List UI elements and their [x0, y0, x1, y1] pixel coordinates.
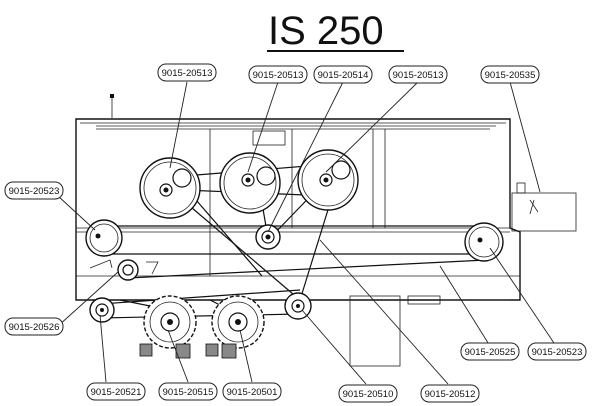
side-roller-right	[464, 222, 504, 262]
side-roller-left	[85, 219, 123, 257]
callout-bottom-3-text: 9015-20501	[227, 387, 278, 398]
gear-unit-right	[205, 295, 265, 359]
gear-unit-left	[139, 295, 197, 359]
callout-left-2-text: 9015-20526	[9, 322, 60, 333]
small-roller	[117, 259, 139, 281]
callout-bottom-2-text: 9015-20515	[163, 387, 214, 398]
callout-right-1-text: 9015-20525	[465, 347, 516, 358]
callout-top-4: 9015-20513	[388, 65, 448, 84]
callout-top-3: 9015-20514	[313, 65, 373, 84]
callout-left-1-text: 9015-20523	[9, 186, 60, 197]
callout-left-1: 9015-20523	[4, 181, 64, 200]
callout-bottom-3: 9015-20501	[222, 382, 282, 401]
upper-pulley-middle	[219, 152, 281, 214]
callout-top-4-text: 9015-20513	[393, 70, 444, 81]
callout-right-1: 9015-20525	[460, 342, 520, 361]
callout-bottom-5-text: 9015-20512	[425, 389, 476, 400]
callout-bottom-1-text: 9015-20521	[91, 387, 142, 398]
leader-lines	[57, 81, 557, 385]
callout-bottom-4: 9015-20510	[338, 384, 398, 403]
upper-pulley-right	[297, 149, 359, 211]
callout-top-5-text: 9015-20535	[485, 70, 536, 81]
tension-roller	[255, 224, 281, 250]
callout-top-1: 9015-20513	[157, 63, 217, 82]
machine-frame	[75, 94, 577, 367]
callout-top-3-text: 9015-20514	[318, 70, 369, 81]
upper-pulley-left	[139, 157, 201, 219]
callout-top-2: 9015-20513	[248, 65, 308, 84]
callout-bottom-4-text: 9015-20510	[343, 389, 394, 400]
callout-bottom-2: 9015-20515	[158, 382, 218, 401]
callout-top-1-text: 9015-20513	[162, 68, 213, 79]
callout-bottom-5: 9015-20512	[420, 384, 480, 403]
callout-top-5: 9015-20535	[480, 65, 540, 84]
callout-right-2-text: 9015-20523	[532, 347, 583, 358]
callout-left-2: 9015-20526	[4, 317, 64, 336]
callout-top-2-text: 9015-20513	[253, 70, 304, 81]
diagram-title: IS 250	[268, 9, 384, 53]
bottom-pulley-left	[89, 297, 115, 323]
bottom-pulley-right	[284, 292, 312, 320]
callout-right-2: 9015-20523	[527, 342, 587, 361]
callout-bottom-1: 9015-20521	[86, 382, 146, 401]
